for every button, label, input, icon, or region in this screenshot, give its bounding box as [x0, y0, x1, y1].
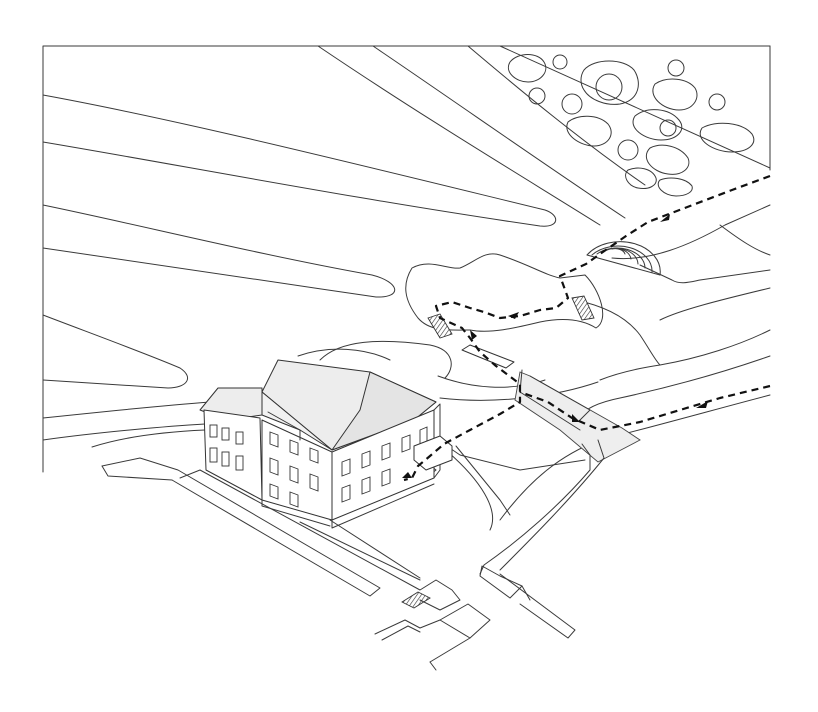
route-path-east: [519, 384, 771, 432]
stair-east-terrace: [571, 295, 595, 321]
route-arrow-3: [470, 330, 477, 340]
bench: [461, 344, 515, 369]
walking-route: [402, 174, 771, 482]
terrace-contours: [42, 45, 626, 448]
stair-west-terrace: [427, 313, 453, 339]
historic-villa: [199, 359, 453, 529]
route-arrow-4: [696, 401, 708, 408]
stair-lower-gate: [401, 591, 431, 609]
route-arrow-5: [572, 414, 580, 422]
villa-annex: [413, 435, 453, 471]
route-arrow-6: [402, 472, 412, 478]
route-path-north: [403, 174, 771, 482]
route-arrow-2: [508, 312, 519, 319]
retaining-walls: [101, 369, 641, 671]
route-arrow-1: [660, 214, 670, 222]
drawing-frame: [42, 45, 771, 473]
formal-garden-parterre: [467, 45, 771, 197]
